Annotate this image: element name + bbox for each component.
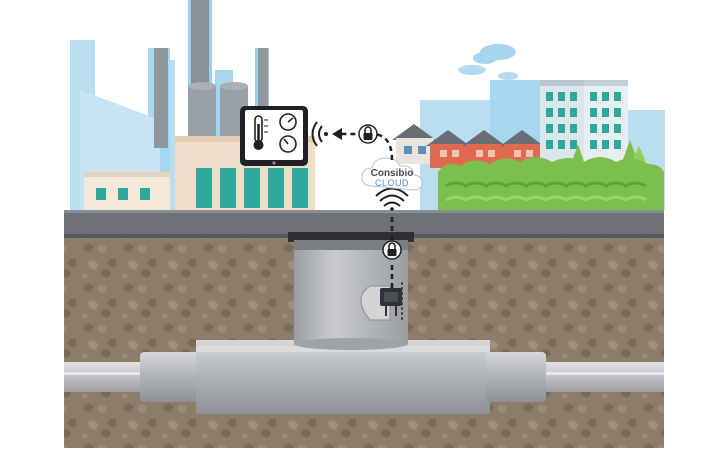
cloud-icon: Consibio CLOUD xyxy=(361,157,423,191)
sensor-device-icon xyxy=(380,282,403,322)
cloud-brand-label: Consibio xyxy=(371,168,414,179)
apartment-buildings xyxy=(540,80,646,162)
tablet-icon xyxy=(240,106,308,166)
side-pipes xyxy=(64,362,664,392)
thermometer-icon xyxy=(253,115,268,150)
main-pipe xyxy=(140,340,546,414)
sky-clouds xyxy=(458,44,518,80)
cloud-sub-label: CLOUD xyxy=(375,178,409,188)
gauge-icon xyxy=(279,113,297,153)
small-building xyxy=(84,172,170,210)
arrow-head xyxy=(332,128,342,140)
wifi-icon xyxy=(375,187,409,211)
lock-icon-upper xyxy=(358,124,378,144)
signal-waves-icon xyxy=(311,121,328,147)
lock-icon xyxy=(382,240,402,260)
hedge xyxy=(438,157,664,210)
